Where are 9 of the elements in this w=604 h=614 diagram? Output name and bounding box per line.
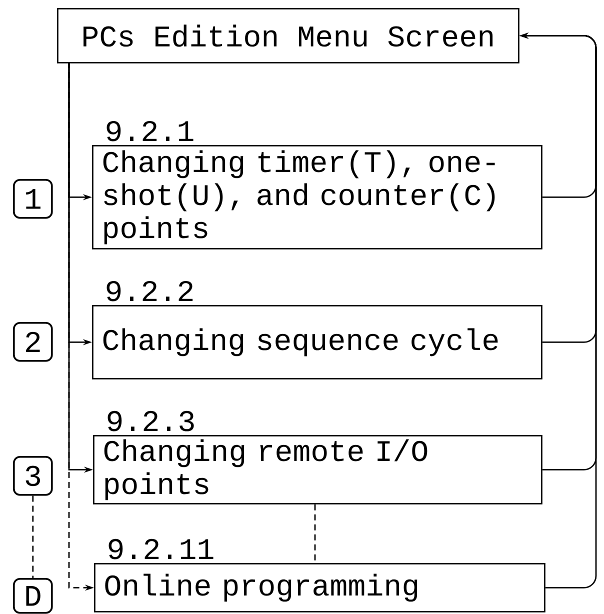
section-number: 9.2.2 [106, 280, 193, 302]
process-box: Changing sequence cycle [92, 305, 542, 380]
section-number: 9.2.1 [106, 120, 194, 142]
section-number: 9.2.3 [108, 410, 194, 432]
process-box: Changing timer(T), one-shot(U), and counter(C) points [92, 145, 542, 250]
section-number: 9.2.11 [108, 538, 214, 560]
process-box: Changing remote I/O points [93, 435, 542, 504]
process-box: Online programming [94, 563, 546, 612]
screen-box: PCs Edition Menu Screen [57, 8, 520, 64]
